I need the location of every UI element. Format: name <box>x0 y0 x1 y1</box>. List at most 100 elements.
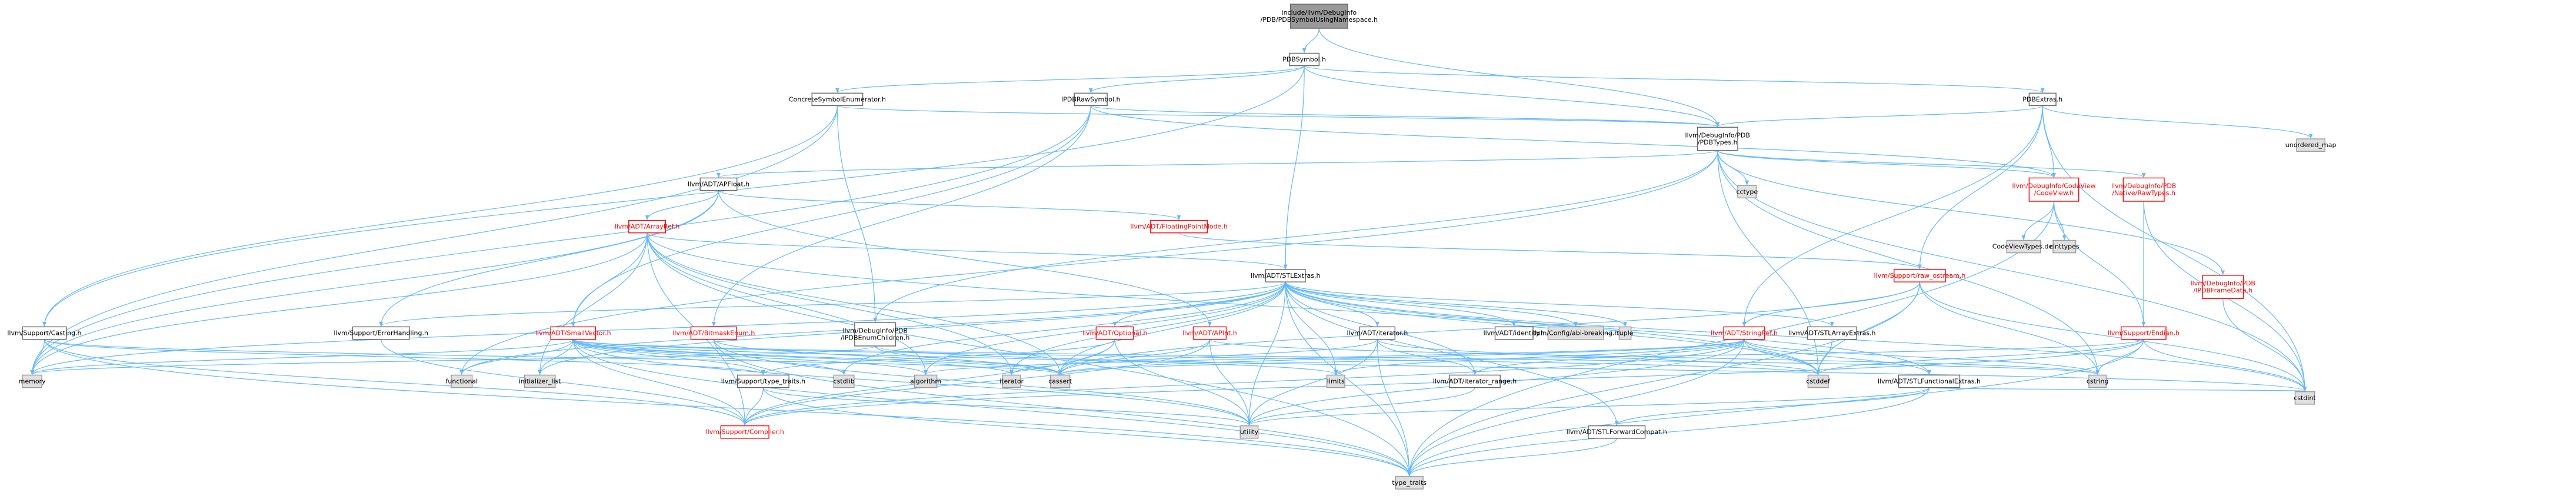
node-casting[interactable]: llvm/Support/Casting.h <box>7 326 82 340</box>
node-fpmode[interactable]: llvm/ADT/FloatingPointMode.h <box>1130 219 1228 234</box>
node-label: /CodeView.h <box>2034 189 2074 197</box>
edge-stlextras-to-stlfwd <box>1285 282 1619 426</box>
node-box <box>2121 326 2167 340</box>
edge-arrayref-to-cstddef <box>647 232 1820 375</box>
node-box <box>1898 374 1961 388</box>
node-box <box>720 425 769 439</box>
edge-ipdbraw-to-bitmask <box>712 105 1091 327</box>
edge-apint-to-cstring <box>1209 339 2100 375</box>
node-stlfwd[interactable]: llvm/ADT/STLForwardCompat.h <box>1567 425 1667 439</box>
node-box <box>1894 269 1946 282</box>
edge-iterator-to-utility <box>1247 339 1378 426</box>
node-ipdbraw[interactable]: IPDBRawSymbol.h <box>1061 92 1121 107</box>
node-endian[interactable]: llvm/Support/Endian.h <box>2108 326 2180 340</box>
edge-smallvector-to-typetraits <box>572 339 765 375</box>
node-pdbsymbol[interactable]: PDBSymbol.h <box>1282 52 1326 66</box>
node-label: unordered_map <box>2285 141 2337 149</box>
node-label: llvm/ADT/APInt.h <box>1182 330 1237 337</box>
node-stringref[interactable]: llvm/ADT/StringRef.h <box>1711 326 1778 340</box>
edge-optional-to-typetraits <box>761 339 1115 375</box>
node-label: llvm/Support/Endian.h <box>2108 330 2180 337</box>
node-cstdint: cstdint <box>2294 391 2316 405</box>
edge-concrete-to-pdbtypes <box>837 105 1719 128</box>
node-cassert: cassert <box>1048 374 1072 388</box>
node-label: llvm/ADT/identity.h <box>1484 330 1545 337</box>
node-errorhandling[interactable]: llvm/Support/ErrorHandling.h <box>334 326 428 340</box>
node-box <box>1547 326 1604 340</box>
node-label: llvm/Support/Casting.h <box>7 330 81 337</box>
node-label: PDBSymbol.h <box>1282 56 1326 64</box>
node-utility: utility <box>1239 425 1259 439</box>
node-label: llvm/Config/abi-breaking.h <box>1533 330 1618 337</box>
node-adtidentity[interactable]: llvm/ADT/identity.h <box>1484 326 1545 340</box>
node-ipdbenum[interactable]: llvm/DebugInfo/PDB/IPDBEnumChildren.h <box>841 322 909 347</box>
node-box <box>1289 52 1320 66</box>
node-apint[interactable]: llvm/ADT/APInt.h <box>1182 326 1237 340</box>
edge-arrayref-to-smallvector <box>571 232 648 327</box>
edge-stlextras-to-errorhandling <box>379 281 1286 327</box>
node-apfloat[interactable]: llvm/ADT/APFloat.h <box>688 177 749 191</box>
node-pdbtypes[interactable]: llvm/DebugInfo/PDB/PDBTypes.h <box>1685 127 1750 151</box>
node-label: llvm/ADT/FloatingPointMode.h <box>1130 223 1227 231</box>
edge-typetraits-to-utility <box>762 387 1251 426</box>
edge-stlfunc-to-cstdint <box>1928 386 2306 392</box>
node-label: llvm/ADT/iterator.h <box>1347 330 1408 337</box>
node-memory: memory <box>19 374 46 388</box>
node-box <box>1192 326 1227 340</box>
node-box <box>2028 92 2057 107</box>
node-box <box>1150 219 1208 234</box>
node-box <box>2296 138 2325 152</box>
node-compiler[interactable]: llvm/Support/Compiler.h <box>706 425 784 439</box>
edge-pdbextras-to-stringref <box>1742 105 2043 327</box>
edge-rawostream-to-type_traits <box>1407 282 1921 477</box>
node-optional[interactable]: llvm/ADT/Optional.h <box>1082 326 1147 340</box>
edge-stlextras-to-cassert <box>1058 282 1286 375</box>
node-label: PDBExtras.h <box>2022 95 2062 103</box>
node-stlfunc[interactable]: llvm/ADT/STLFunctionalExtras.h <box>1878 374 1981 388</box>
node-label: llvm/ADT/SmallVector.h <box>535 330 611 337</box>
node-smallvector[interactable]: llvm/ADT/SmallVector.h <box>535 326 611 340</box>
node-label: llvm/ADT/iterator_range.h <box>1433 378 1517 385</box>
node-label: llvm/ADT/ArrayRef.h <box>615 223 680 231</box>
edge-endian-to-cstdint <box>2143 339 2307 392</box>
node-box <box>1239 425 1259 439</box>
edge-endian-to-cstddef <box>1816 339 2144 375</box>
node-box <box>2088 374 2107 388</box>
edge-apint-to-compiler <box>742 339 1210 426</box>
node-pdbextras[interactable]: PDBExtras.h <box>2022 92 2062 107</box>
node-nativeraw[interactable]: llvm/DebugInfo/PDB/Native/RawTypes.h <box>2111 177 2176 202</box>
edge-bitmask-to-type_traits <box>713 339 1412 477</box>
node-box <box>1618 326 1632 340</box>
node-iterrange[interactable]: llvm/ADT/iterator_range.h <box>1433 374 1517 388</box>
edge-endian-to-compiler <box>743 339 2144 426</box>
node-label: ConcreteSymbolEnumerator.h <box>789 95 886 103</box>
node-configabi: llvm/Config/abi-breaking.h <box>1533 326 1618 340</box>
node-ipdbframe[interactable]: llvm/DebugInfo/PDB/IPDBFrameData.h <box>2191 275 2255 300</box>
node-bitmask[interactable]: llvm/ADT/BitmaskEnum.h <box>672 326 755 340</box>
node-label: llvm/ADT/STLExtras.h <box>1251 272 1321 280</box>
node-stlarrayextras[interactable]: llvm/ADT/STLArrayExtras.h <box>1788 326 1876 340</box>
node-concrete[interactable]: ConcreteSymbolEnumerator.h <box>789 92 886 107</box>
node-label: include/llvm/DebugInfo <box>1282 9 1357 16</box>
edge-ipdbraw-to-pdbtypes <box>1090 105 1719 128</box>
edge-iterator-to-iterrange <box>1377 339 1477 375</box>
node-typetraits[interactable]: llvm/Support/type_traits.h <box>721 374 805 388</box>
node-codeview[interactable]: llvm/DebugInfo/CodeView/CodeView.h <box>2012 177 2096 202</box>
node-box <box>2006 239 2041 254</box>
edge-typetraits-to-type_traits <box>762 387 1411 477</box>
edge-casting-to-cassert <box>44 339 1062 375</box>
node-arrayref[interactable]: llvm/ADT/ArrayRef.h <box>615 219 680 234</box>
node-box <box>1326 374 1345 388</box>
node-box <box>1494 326 1534 340</box>
node-iterator[interactable]: llvm/ADT/iterator.h <box>1347 326 1408 340</box>
edge-optional-to-utility <box>1114 339 1251 426</box>
node-rawostream[interactable]: llvm/Support/raw_ostream.h <box>1874 269 1966 282</box>
node-label: /PDBTypes.h <box>1698 139 1738 147</box>
edge-pdbsymbol-to-concrete <box>835 65 1305 94</box>
node-root[interactable]: include/llvm/DebugInfo/PDB/PDBSymbolUsin… <box>1261 4 1378 29</box>
node-label: llvm/DebugInfo/PDB <box>1685 132 1750 139</box>
edge-pdbtypes-to-functional <box>459 150 1718 375</box>
edge-smallvector-to-type_traits <box>572 339 1412 477</box>
node-label: utility <box>1240 428 1259 436</box>
node-stlextras[interactable]: llvm/ADT/STLExtras.h <box>1251 269 1321 282</box>
